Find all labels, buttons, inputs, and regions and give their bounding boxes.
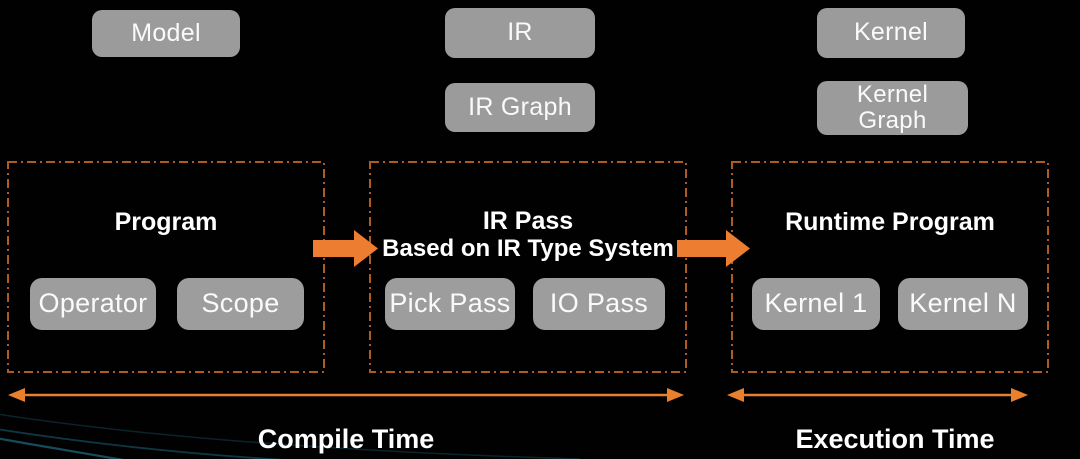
item-scope: Scope (177, 278, 304, 330)
artifact-kernel-graph: Kernel Graph (817, 81, 968, 135)
artifact-model: Model (92, 10, 240, 57)
item-io-pass: IO Pass (533, 278, 665, 330)
panel-title-ir-pass: IR Pass Based on IR Type System (370, 207, 686, 263)
panel-border-ir-pass (369, 161, 687, 373)
decor-curve-3 (0, 437, 125, 459)
panel-title-runtime-program: Runtime Program (785, 208, 995, 236)
ir-pass-subtitle-line: Based on IR Type System (382, 235, 674, 262)
item-kernel-n: Kernel N (898, 278, 1028, 330)
artifact-ir: IR (445, 8, 595, 58)
decor-curve-1 (0, 413, 581, 459)
ir-pass-title-line: IR Pass (482, 207, 574, 235)
panel-border-runtime-program (731, 161, 1049, 373)
compile-time-label: Compile Time (257, 424, 435, 454)
decor-curve-2 (0, 428, 283, 459)
artifact-ir-graph: IR Graph (445, 83, 595, 132)
compile-time-arrow (8, 388, 684, 402)
execution-time-label: Execution Time (795, 424, 995, 454)
flow-arrow-irpass-to-runtime (677, 230, 750, 267)
item-operator: Operator (30, 278, 156, 330)
panel-border-program (7, 161, 325, 373)
artifact-kernel: Kernel (817, 8, 965, 58)
panel-title-program: Program (114, 208, 218, 236)
execution-time-arrow (727, 388, 1028, 402)
item-kernel-1: Kernel 1 (752, 278, 880, 330)
flow-arrow-program-to-irpass (313, 230, 378, 267)
item-pick-pass: Pick Pass (385, 278, 515, 330)
